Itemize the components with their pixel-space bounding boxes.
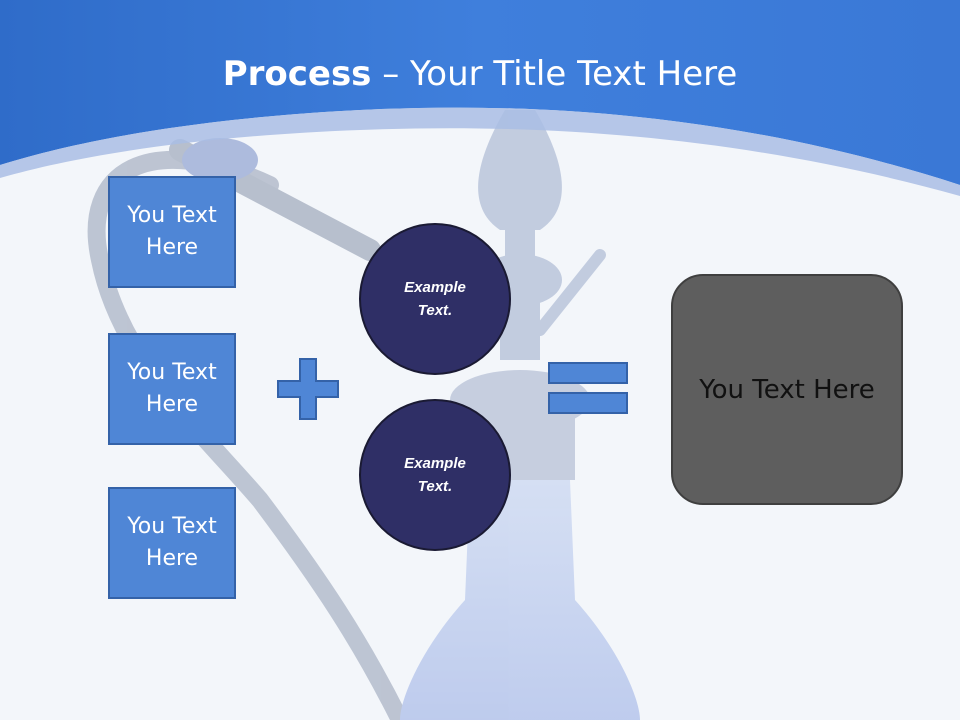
- example-circle-2-label: Example Text.: [404, 455, 466, 495]
- text-box-3-label: You Text Here: [127, 514, 217, 571]
- plus-icon: [277, 358, 339, 420]
- text-box-3[interactable]: You Text Here: [108, 487, 236, 599]
- title-bold-part: Process: [222, 54, 372, 94]
- result-box[interactable]: You Text Here: [671, 274, 903, 505]
- example-circle-1-label: Example Text.: [404, 279, 466, 319]
- example-circle-1[interactable]: Example Text.: [359, 223, 511, 375]
- text-box-1-label: You Text Here: [127, 203, 217, 260]
- example-circle-2[interactable]: Example Text.: [359, 399, 511, 551]
- result-box-label: You Text Here: [699, 374, 875, 405]
- text-box-2-label: You Text Here: [127, 360, 217, 417]
- text-box-1[interactable]: You Text Here: [108, 176, 236, 288]
- slide-title: Process – Your Title Text Here: [0, 52, 960, 96]
- title-rest-part: – Your Title Text Here: [371, 54, 738, 94]
- text-box-2[interactable]: You Text Here: [108, 333, 236, 445]
- equals-icon: [548, 362, 628, 414]
